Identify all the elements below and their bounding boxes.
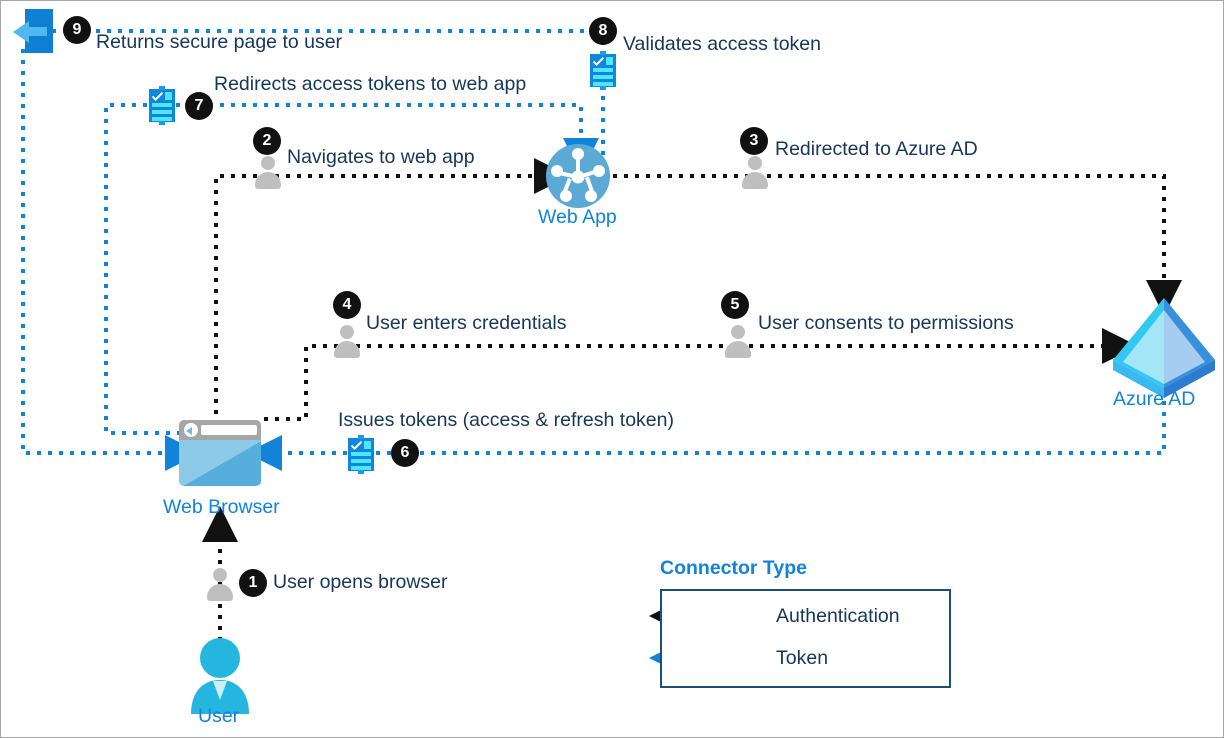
browser-window-icon [179,420,261,486]
user-person-icon [191,638,249,714]
step-label-7: Redirects access tokens to web app [214,73,527,95]
token-document-icon-8 [590,51,616,90]
legend-title: Connector Type [660,557,807,579]
step-badge-8: 8 [589,17,617,45]
person-icon-2 [253,156,283,190]
step-label-9: Returns secure page to user [96,31,343,53]
step-badge-9: 9 [63,16,91,44]
node-label-web-browser: Web Browser [163,496,280,518]
connector-step-3 [613,174,1182,316]
azure-ad-diamond-icon [1113,298,1215,398]
legend-item-authentication: Authentication [776,605,900,627]
connector-step-2 [214,158,570,425]
step-badge-7: 7 [185,92,213,120]
step-label-3: Redirected to Azure AD [775,138,978,160]
globe-network-icon [546,144,610,208]
person-icon-4 [332,325,362,359]
person-icon-3 [740,156,770,190]
person-icon-1 [205,568,235,602]
step-label-5: User consents to permissions [758,312,1014,334]
node-label-user: User [198,705,240,727]
legend-box [660,589,951,688]
step-label-4: User enters credentials [366,312,567,334]
node-label-web-app: Web App [538,206,617,228]
connector-step-4 [264,344,738,421]
connector-step-9 [21,49,201,471]
step-label-1: User opens browser [273,571,448,593]
step-badge-2: 2 [253,127,281,155]
token-document-icon-6 [348,435,374,474]
legend-item-token: Token [776,647,829,669]
step-badge-3: 3 [740,127,768,155]
person-icon-5 [723,325,753,359]
step-badge-6: 6 [391,439,419,467]
token-document-icon-7 [149,86,175,125]
step-badge-4: 4 [333,291,361,319]
node-label-azure-ad: Azure AD [1113,388,1196,410]
step-label-2: Navigates to web app [287,146,475,168]
return-page-icon [13,9,53,53]
step-badge-5: 5 [721,291,749,319]
step-badge-1: 1 [239,569,267,597]
step-label-8: Validates access token [623,33,821,55]
step-label-6: Issues tokens (access & refresh token) [338,409,674,431]
